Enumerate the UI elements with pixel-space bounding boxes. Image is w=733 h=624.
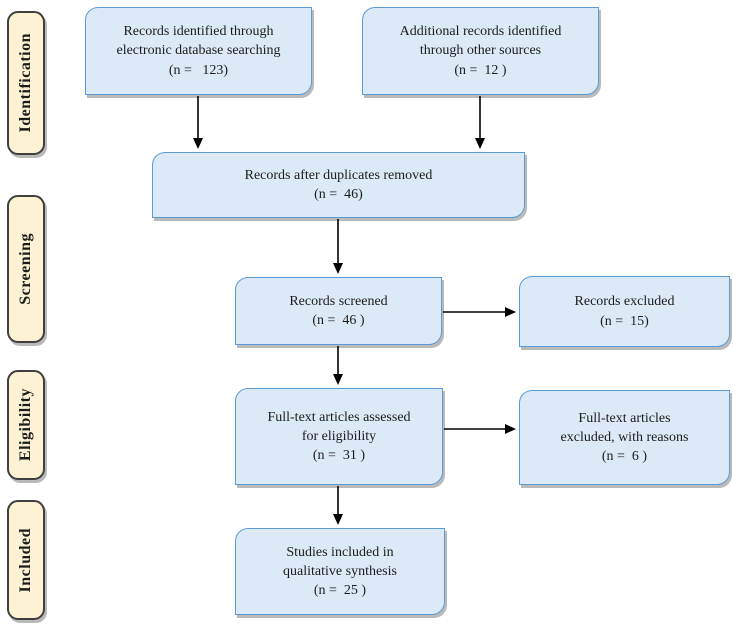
box-additional-records: Additional records identified through ot…	[362, 7, 599, 95]
stage-included-label: Included	[17, 527, 34, 593]
stage-identification-label: Identification	[17, 33, 34, 133]
box-records-screened: Records screened (n = 46 )	[235, 277, 442, 345]
stage-included: Included	[7, 500, 45, 620]
box-records-identified: Records identified through electronic da…	[85, 7, 312, 95]
box-fulltext-excluded: Full-text articles excluded, with reason…	[519, 390, 730, 485]
stage-screening-label: Screening	[17, 233, 34, 305]
stage-screening: Screening	[7, 195, 45, 343]
box-records-after-duplicates: Records after duplicates removed (n = 46…	[152, 152, 525, 218]
stage-eligibility-label: Eligibility	[17, 388, 34, 462]
stage-identification: Identification	[7, 11, 45, 155]
stage-eligibility: Eligibility	[7, 370, 45, 480]
box-studies-included: Studies included in qualitative synthesi…	[235, 528, 445, 615]
box-fulltext-assessed: Full-text articles assessed for eligibil…	[235, 388, 443, 485]
box-records-excluded: Records excluded (n = 15)	[519, 276, 730, 347]
